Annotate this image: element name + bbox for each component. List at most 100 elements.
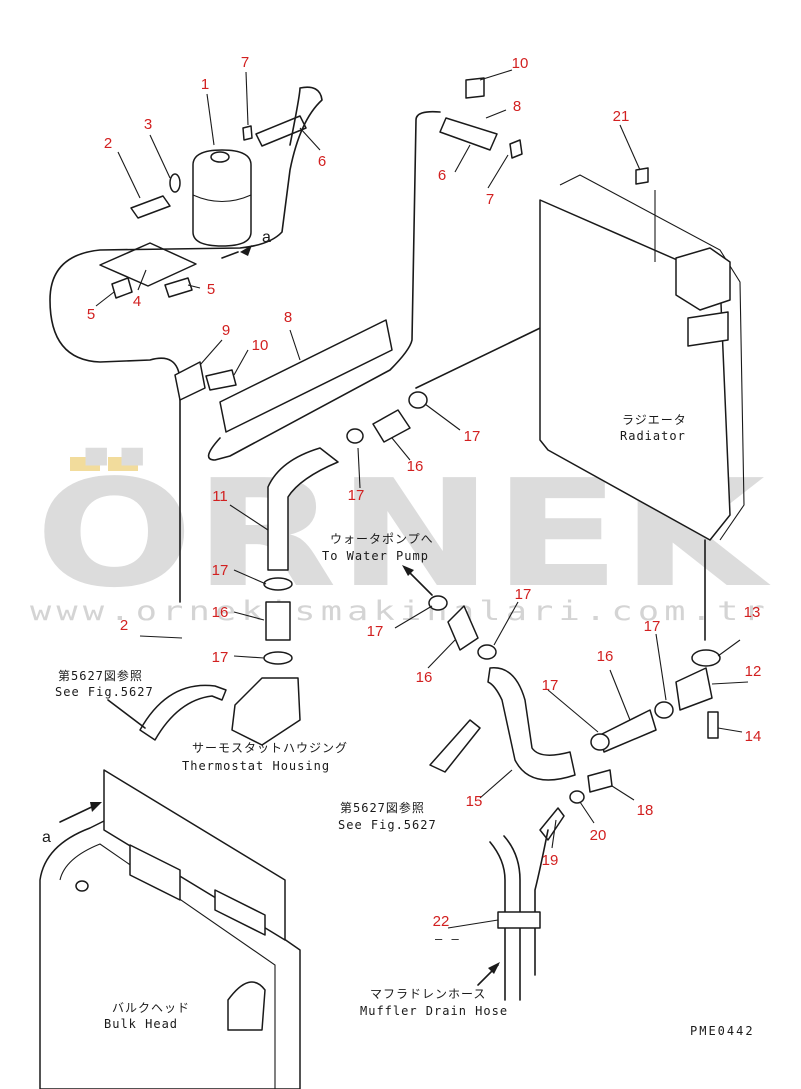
watermark-url: www.ornekismakinalari.com.tr xyxy=(30,596,770,627)
bolt-part-5-right xyxy=(164,277,193,298)
dash-label: — — xyxy=(435,932,460,946)
callout-7-right: 7 xyxy=(486,191,494,208)
hose-part-16-left xyxy=(265,601,291,641)
muffler-arrow xyxy=(488,962,500,974)
drain-hose-right xyxy=(534,829,549,976)
ref-a-left-arrow xyxy=(90,802,102,812)
fig-ref1-jp: 第5627図参照 xyxy=(58,668,143,683)
callout-17-left-b: 17 xyxy=(212,649,229,666)
fig-ref1-en: See Fig.5627 xyxy=(55,685,154,699)
callout-16-right: 16 xyxy=(597,648,614,665)
callout-13: 13 xyxy=(744,604,761,621)
callout-8-shroud: 8 xyxy=(284,309,292,326)
clamp-part-17-a xyxy=(263,577,293,591)
arrow-a-top xyxy=(240,245,252,256)
hose-part-11 xyxy=(267,447,339,571)
callout-10-top: 10 xyxy=(512,55,529,72)
water-pump-label-jp: ウォータポンプへ xyxy=(330,532,434,546)
clamp-part-17-g xyxy=(590,733,610,751)
upper-hose-assembly xyxy=(174,77,651,461)
shroud-part-8 xyxy=(219,319,393,433)
fig-ref2-jp: 第5627図参照 xyxy=(340,800,425,815)
callout-19: 19 xyxy=(542,852,559,869)
hose-part-16-right xyxy=(599,709,657,753)
thermostat-housing xyxy=(231,677,301,746)
radiator-cap-housing xyxy=(675,247,731,311)
hose-part-15 xyxy=(487,667,576,781)
muffler-label-jp: マフラドレンホース xyxy=(370,987,486,1001)
clamp-part-17-f xyxy=(477,644,497,660)
watermark-accent-left xyxy=(70,457,100,471)
bulkhead-bracket-2 xyxy=(214,889,266,936)
radiator-assembly: ラジエータ Radiator xyxy=(539,167,745,641)
callout-18: 18 xyxy=(637,802,654,819)
callout-5-left: 5 xyxy=(87,306,95,323)
callout-21: 21 xyxy=(613,108,630,125)
bulkhead-corner xyxy=(227,981,266,1031)
leader-lines xyxy=(95,69,749,929)
drain-hose-left-a xyxy=(489,841,506,1001)
clamp-part-17-b xyxy=(263,651,293,665)
bracket-part-4 xyxy=(99,242,197,287)
callout-1: 1 xyxy=(201,76,209,93)
radiator-bracket xyxy=(687,311,729,347)
lower-hose-assembly: ウォータポンプへ To Water Pump サーモスタットハウジング Ther… xyxy=(55,391,721,841)
callout-10-left: 10 xyxy=(252,337,269,354)
clamp-part-17-d xyxy=(408,391,428,409)
bypass-pipe-left xyxy=(139,684,227,741)
hose-part-6-left xyxy=(255,115,307,147)
elbow-part-12 xyxy=(675,667,713,711)
drawing-code: PME0442 xyxy=(690,1024,755,1038)
radiator-label-jp: ラジエータ xyxy=(622,413,687,427)
thermostat-label-jp: サーモスタットハウジング xyxy=(192,741,348,755)
reservoir-assembly: a xyxy=(49,86,323,603)
leader-arrow-a xyxy=(221,251,239,259)
clamp-part-17-c xyxy=(346,428,364,444)
callout-8-top: 8 xyxy=(513,98,521,115)
callout-16-upper: 16 xyxy=(407,458,424,475)
clip-part-7-right xyxy=(509,139,523,159)
bulkhead-label-en: Bulk Head xyxy=(104,1017,178,1031)
fig-ref1-arrow-line xyxy=(107,699,146,729)
reservoir-cap xyxy=(210,151,230,163)
callout-17-lower: 17 xyxy=(542,677,559,694)
hose-part-16-upper xyxy=(372,409,411,443)
watermark-accent-right xyxy=(108,457,138,471)
callout-14: 14 xyxy=(745,728,762,745)
bolt-part-5-left xyxy=(111,277,133,299)
callout-6-right: 6 xyxy=(438,167,446,184)
hose-part-2 xyxy=(130,195,171,219)
callout-17-upper-right: 17 xyxy=(464,428,481,445)
bulkhead-bracket-1 xyxy=(129,844,181,901)
muffler-label-en: Muffler Drain Hose xyxy=(360,1004,508,1018)
callout-16-mid: 16 xyxy=(416,669,433,686)
muffler-drain-assembly: マフラドレンホース Muffler Drain Hose — — xyxy=(360,829,549,1018)
callout-9: 9 xyxy=(222,322,230,339)
bulkhead-assembly: a バルクヘッド Bulk Head xyxy=(39,769,301,1089)
callout-16-left: 16 xyxy=(212,604,229,621)
bulkhead-bolt xyxy=(75,880,89,892)
callout-4: 4 xyxy=(133,293,141,310)
bulkhead-inner-edge xyxy=(59,843,276,1089)
hose-part-19 xyxy=(539,807,565,841)
callout-7-left: 7 xyxy=(241,54,249,71)
radiator-label-en: Radiator xyxy=(620,429,686,443)
drain-hose-left-b xyxy=(503,835,521,1001)
callout-12: 12 xyxy=(745,663,762,680)
callout-3: 3 xyxy=(144,116,152,133)
bulkhead-plate xyxy=(103,769,286,941)
hose-part-6-right xyxy=(439,117,498,151)
ref-a-top: a xyxy=(262,229,271,246)
clamp-part-17-e xyxy=(428,595,448,611)
gasket-part-13 xyxy=(691,649,721,667)
callout-15: 15 xyxy=(466,793,483,810)
callout-20: 20 xyxy=(590,827,607,844)
reservoir-seam xyxy=(192,194,252,203)
callout-22: 22 xyxy=(433,913,450,930)
callout-17-mid-left: 17 xyxy=(367,623,384,640)
ref-a-left: a xyxy=(42,829,51,846)
callout-2-upper: 2 xyxy=(104,135,112,152)
callout-17-right: 17 xyxy=(644,618,661,635)
